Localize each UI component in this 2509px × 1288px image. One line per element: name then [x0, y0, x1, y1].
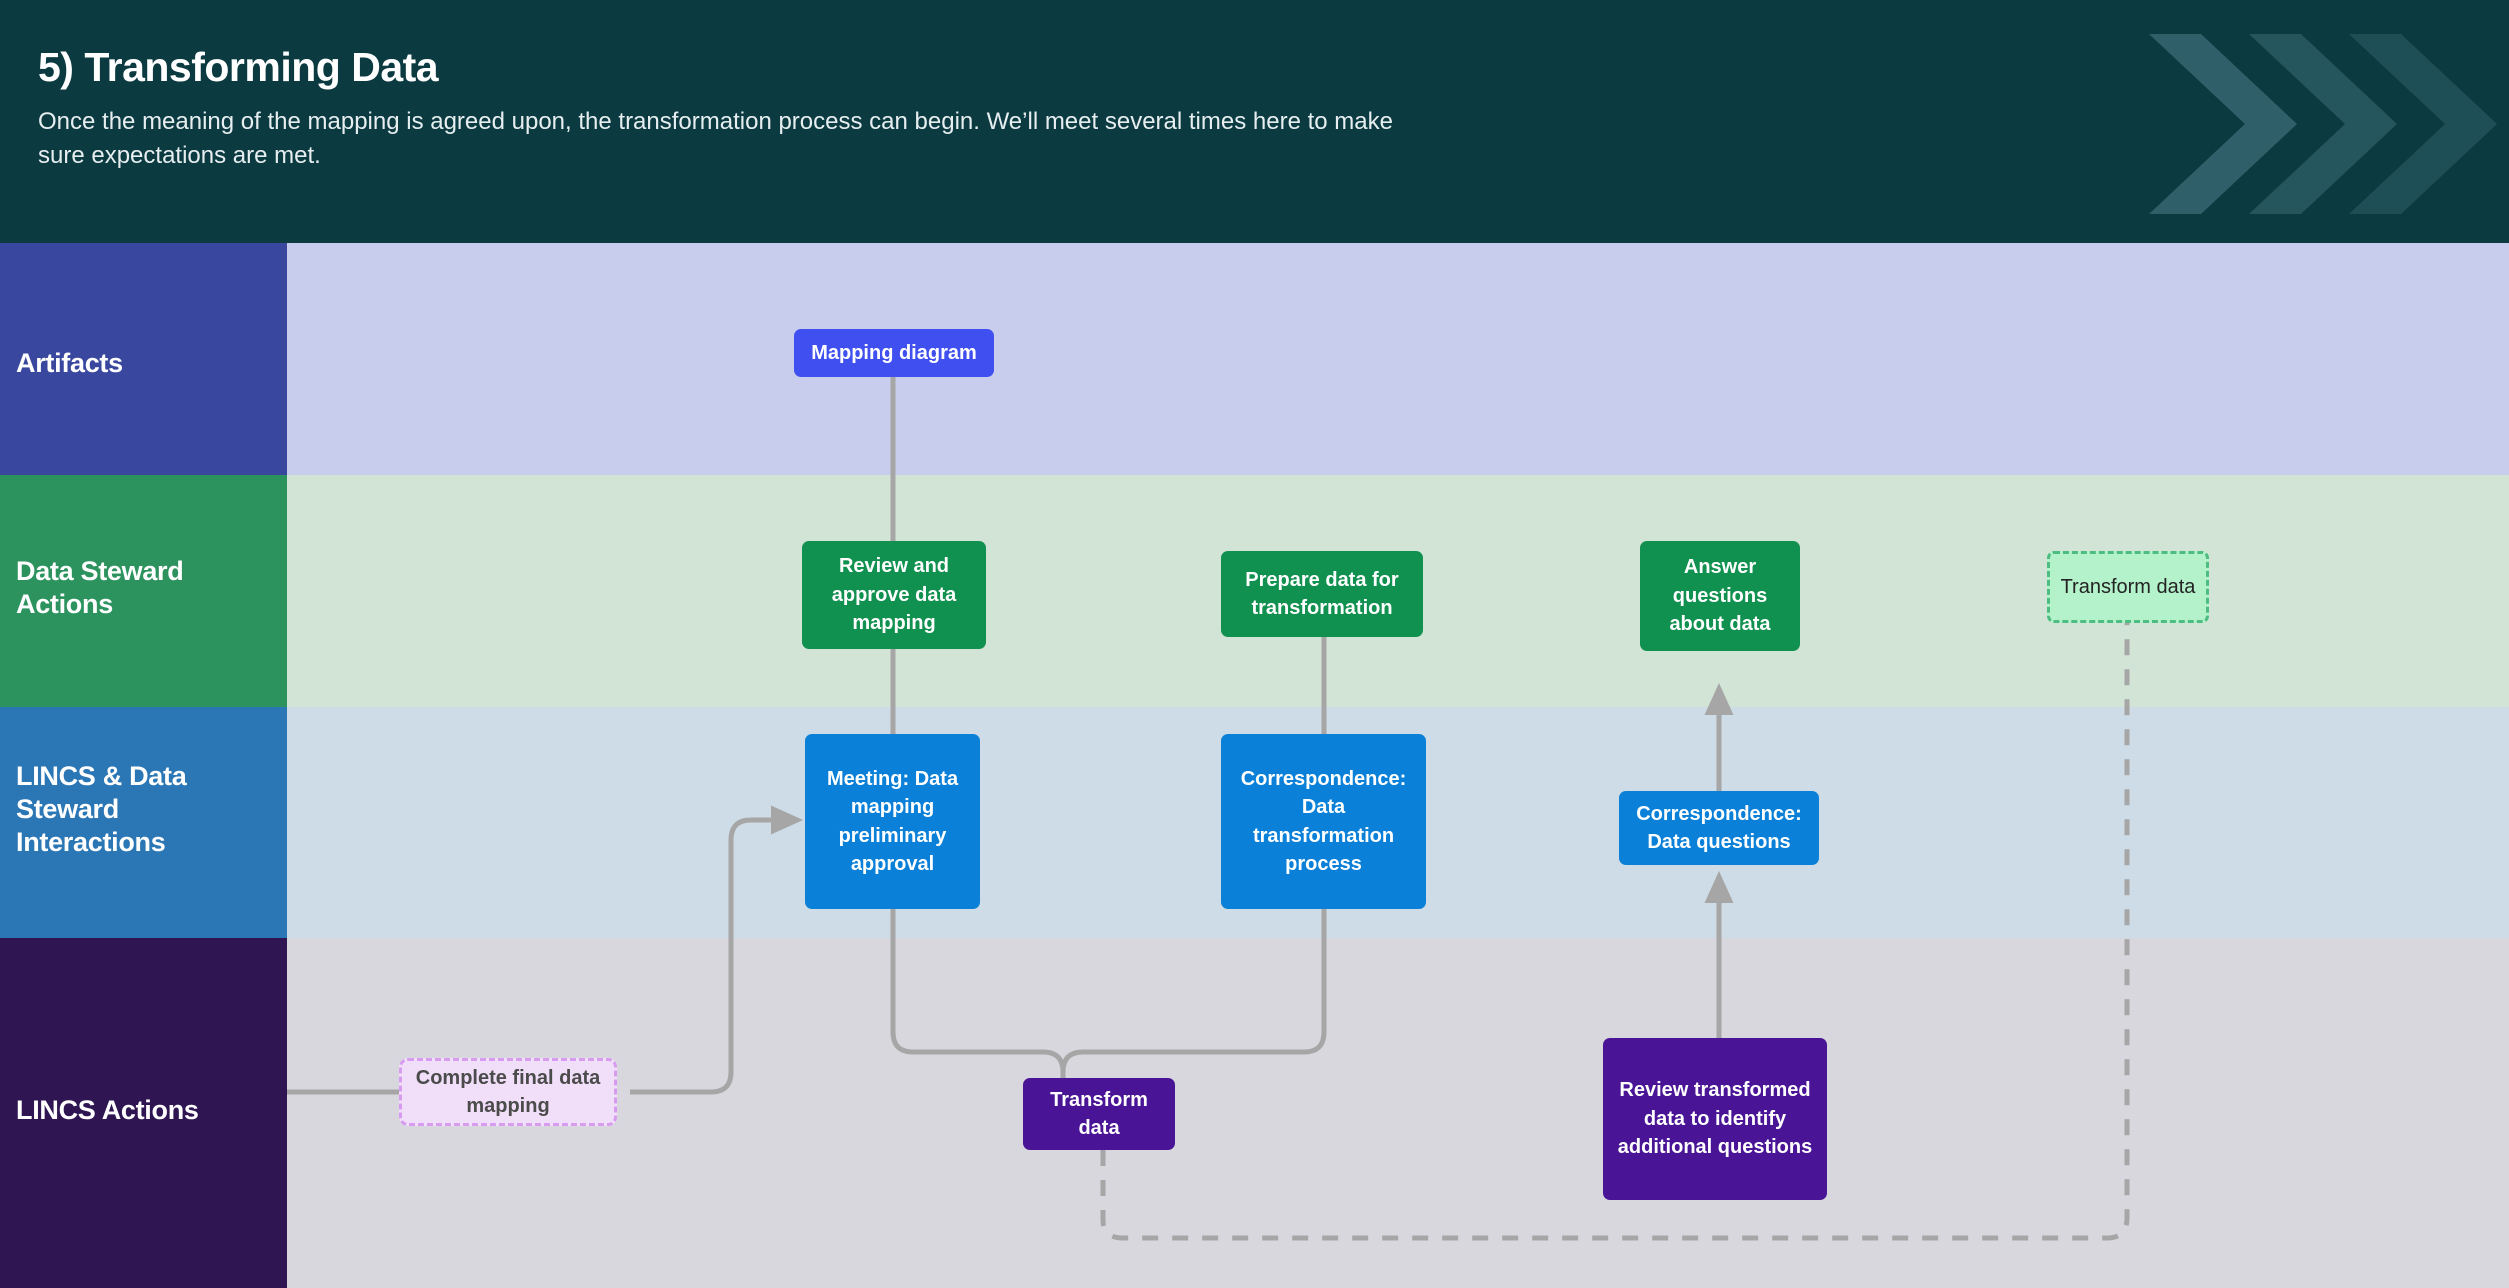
chevron-right-icon	[2149, 34, 2497, 214]
node-label: Transform data	[2060, 575, 2196, 598]
node-label: Transform data	[1050, 1088, 1148, 1139]
chevron-decoration	[2149, 34, 2509, 214]
lane-body-data-steward-actions: Review and approve data mapping Prepare …	[287, 475, 2509, 707]
lane-label-artifacts: Artifacts	[0, 243, 287, 475]
lane-body-lincs-data-steward-interactions: Meeting: Data mapping preliminary approv…	[287, 707, 2509, 938]
node-review-approve-data-mapping[interactable]: Review and approve data mapping	[802, 541, 986, 649]
lane-label-text-lincs-data-steward-interactions: LINCS & Data Steward Interactions	[16, 761, 187, 857]
node-transform-data[interactable]: Transform data	[1023, 1078, 1175, 1150]
lane-label-lincs-actions: LINCS Actions	[0, 938, 287, 1288]
node-prepare-data-for-transformation[interactable]: Prepare data for transformation	[1221, 551, 1423, 637]
page-header: 5) Transforming Data Once the meaning of…	[0, 0, 2509, 243]
node-correspondence-data-questions[interactable]: Correspondence: Data questions	[1619, 791, 1819, 865]
lane-label-data-steward-actions: Data Steward Actions	[0, 475, 287, 707]
node-label: Correspondence: Data transformation proc…	[1240, 767, 1407, 875]
lane-data-steward-actions: Data Steward Actions Review and approve …	[0, 475, 2509, 707]
node-label: Review and approve data mapping	[831, 555, 957, 635]
header-text-block: 5) Transforming Data Once the meaning of…	[38, 44, 1458, 173]
lane-lincs-data-steward-interactions: LINCS & Data Steward Interactions Meetin…	[0, 707, 2509, 938]
node-label: Complete final data mapping	[415, 1066, 601, 1117]
lane-body-artifacts: Mapping diagram	[287, 243, 2509, 475]
node-correspondence-data-transformation-process[interactable]: Correspondence: Data transformation proc…	[1221, 734, 1426, 909]
lane-body-lincs-actions: Complete final data mapping Transform da…	[287, 938, 2509, 1288]
node-label: Review transformed data to identify addi…	[1617, 1079, 1813, 1159]
node-answer-questions-about-data[interactable]: Answer questions about data	[1640, 541, 1800, 651]
lane-label-text-artifacts: Artifacts	[16, 348, 123, 378]
node-label: Prepare data for transformation	[1245, 568, 1399, 619]
node-label: Answer questions about data	[1669, 556, 1771, 636]
node-label: Mapping diagram	[811, 341, 977, 364]
node-meeting-data-mapping-preliminary-approval[interactable]: Meeting: Data mapping preliminary approv…	[805, 734, 980, 909]
lane-label-lincs-data-steward-interactions: LINCS & Data Steward Interactions	[0, 707, 287, 938]
node-review-transformed-data[interactable]: Review transformed data to identify addi…	[1603, 1038, 1827, 1200]
page-subtitle: Once the meaning of the mapping is agree…	[38, 108, 1393, 170]
lane-artifacts: Artifacts Mapping diagram	[0, 243, 2509, 475]
lane-lincs-actions: LINCS Actions Complete final data mappin…	[0, 938, 2509, 1288]
node-label: Meeting: Data mapping preliminary approv…	[826, 767, 959, 875]
node-label: Correspondence: Data questions	[1636, 802, 1802, 853]
page-title: 5) Transforming Data	[38, 44, 439, 90]
node-transform-data-ghost[interactable]: Transform data	[2047, 551, 2209, 623]
node-complete-final-data-mapping[interactable]: Complete final data mapping	[399, 1058, 617, 1126]
node-mapping-diagram[interactable]: Mapping diagram	[794, 329, 994, 377]
lane-label-text-lincs-actions: LINCS Actions	[16, 1095, 199, 1125]
lane-label-text-data-steward-actions: Data Steward Actions	[16, 556, 184, 619]
